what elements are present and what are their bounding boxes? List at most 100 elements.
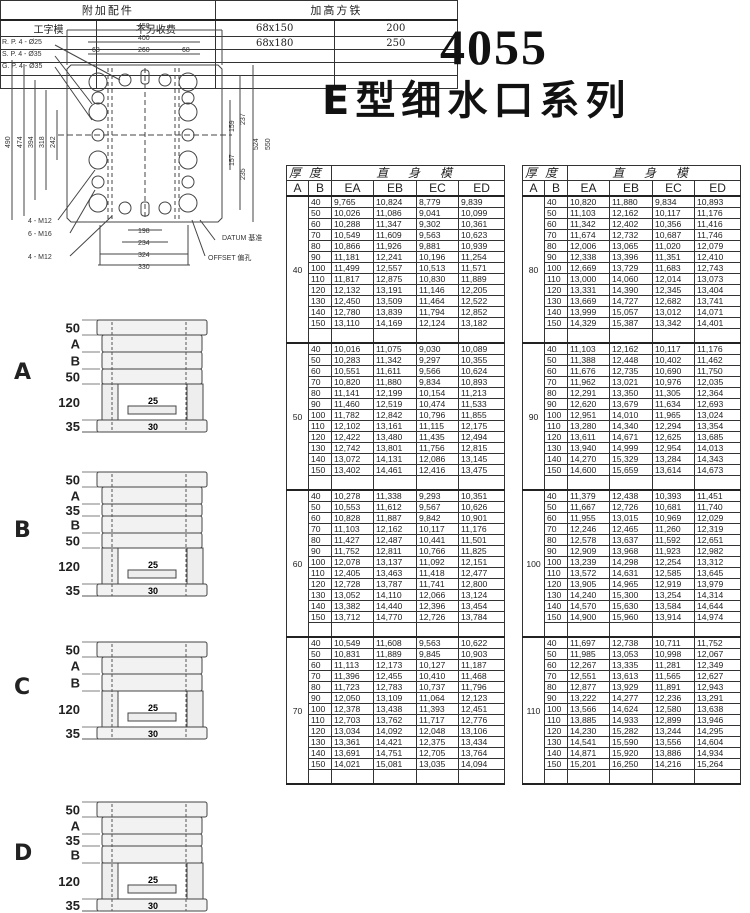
dim-68-right: 68: [182, 47, 190, 54]
price-eb: 12,455: [373, 670, 418, 682]
price-ed: 13,404: [694, 284, 742, 296]
price-ed: 10,624: [458, 365, 506, 377]
b-thickness: 60: [307, 512, 333, 524]
price-ea: 11,782: [331, 409, 375, 421]
price-ec: 9,563: [416, 229, 460, 241]
price-ed: 10,903: [458, 648, 506, 660]
price-ed: 12,349: [694, 659, 742, 671]
price-ec: 11,260: [652, 523, 696, 535]
price-ed: 12,477: [458, 567, 506, 579]
b-thickness: 130: [307, 442, 333, 454]
price-eb: 14,671: [609, 431, 654, 443]
price-ed: 12,982: [694, 545, 742, 557]
price-ed: 13,312: [694, 556, 742, 568]
price-eb: 14,010: [609, 409, 654, 421]
mold-plate: [101, 334, 203, 353]
price-ed: 12,410: [694, 251, 742, 263]
price-ed: 11,855: [458, 409, 506, 421]
price-ec: 10,796: [416, 409, 460, 421]
dim-159: 159: [229, 120, 236, 132]
price-ec: 10,998: [652, 648, 696, 660]
ejector-plate: [127, 884, 177, 894]
a-thickness: 70: [286, 636, 309, 785]
layer-label: 50: [66, 370, 80, 385]
dim-30: 30: [148, 422, 158, 432]
plan-drawing: R. P. 4 - Ø25 S. P. 4 - Ø35 G. P. 4 - Ø3…: [2, 23, 272, 270]
b-thickness: 90: [307, 398, 333, 410]
layer-label: 120: [58, 702, 80, 717]
layer-label: 35: [66, 503, 80, 518]
price-ed: 11,468: [458, 670, 506, 682]
header-a: A: [286, 180, 309, 197]
price-ea: 12,909: [567, 545, 611, 557]
price-eb: 13,438: [373, 703, 418, 715]
price-ed: 13,434: [458, 736, 506, 748]
b-thickness: 100: [543, 262, 569, 274]
price-ea: 11,985: [567, 648, 611, 660]
price-ea: 14,329: [567, 317, 611, 329]
price-ea: 11,460: [331, 398, 375, 410]
plate-outline: [66, 64, 223, 223]
price-ec: 10,117: [652, 342, 696, 355]
price-ec: 12,585: [652, 567, 696, 579]
price-eb: 12,448: [609, 354, 654, 366]
b-thickness: 80: [307, 387, 333, 399]
price-ea: 13,034: [331, 725, 375, 737]
mold-plate: [96, 471, 208, 488]
price-ed: 14,644: [694, 600, 742, 612]
layer-label: A: [71, 819, 81, 834]
b-thickness: 140: [307, 306, 333, 318]
price-ea: 11,817: [331, 273, 375, 285]
series-title: E型细水口系列: [322, 78, 632, 124]
dim-25: 25: [148, 560, 158, 570]
price-ec: 11,435: [416, 431, 460, 443]
price-ea: 12,078: [331, 556, 375, 568]
b-thickness: 90: [543, 692, 569, 704]
price-eb: 11,338: [373, 489, 418, 502]
price-eb: 12,162: [609, 342, 654, 355]
price-ea: 10,278: [331, 489, 375, 502]
price-ea: 11,667: [567, 501, 611, 513]
riser-price: 250: [333, 36, 459, 50]
price-ed: 14,314: [694, 589, 742, 601]
price-ed: 14,974: [694, 611, 742, 623]
b-thickness: 110: [543, 714, 569, 726]
price-ec: 11,092: [416, 556, 460, 568]
price-ed: 11,796: [458, 681, 506, 693]
price-ec: 12,086: [416, 453, 460, 465]
price-eb: 12,783: [373, 681, 418, 693]
b-thickness: 70: [543, 376, 569, 388]
price-ea: 12,578: [567, 534, 611, 546]
b-thickness: 120: [307, 431, 333, 443]
header-ea: EA: [567, 180, 611, 197]
price-eb: 13,509: [373, 295, 418, 307]
b-thickness: 60: [543, 218, 569, 230]
price-ec: 11,794: [416, 306, 460, 318]
price-ec: 11,565: [652, 670, 696, 682]
price-ec: 12,236: [652, 692, 696, 704]
price-ec: 13,244: [652, 725, 696, 737]
price-ed: 13,354: [694, 420, 742, 432]
price-eb: 13,161: [373, 420, 418, 432]
price-ec: 12,580: [652, 703, 696, 715]
price-eb: 15,282: [609, 725, 654, 737]
side-view-letter: D: [14, 840, 33, 866]
price-ed: 13,475: [458, 464, 506, 476]
price-ea: 12,132: [331, 284, 375, 296]
a-thickness: 90: [522, 342, 545, 491]
